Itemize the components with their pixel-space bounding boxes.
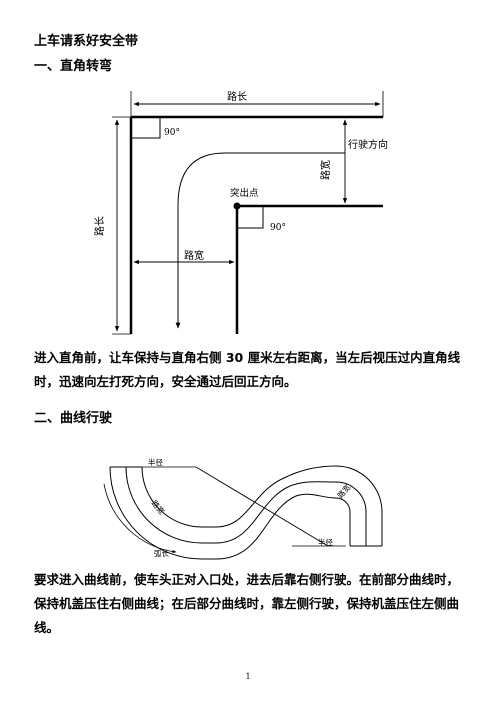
driving-path	[175, 152, 345, 329]
label-road-length-left: 路长	[93, 216, 106, 236]
paragraph-right-angle: 进入直角前，让车保持与直角右侧 30 厘米左右距离，当左后视压过内直角线时，迅速…	[34, 350, 461, 389]
arc-length-arrow	[103, 483, 177, 554]
label-road-length-top: 路长	[227, 90, 247, 103]
s-middle	[215, 481, 337, 544]
label-radius-bottom: 半径	[318, 537, 333, 547]
label-angle-top: 90°	[164, 128, 180, 138]
label-radius-top: 半径	[148, 457, 163, 467]
label-driving-direction: 行驶方向	[348, 138, 388, 151]
label-road-width-right: 路宽	[319, 160, 332, 180]
label-angle-bottom: 90°	[270, 223, 286, 233]
label-road-width-bottom: 路宽	[184, 249, 204, 262]
page-number: 1	[245, 672, 251, 681]
right-arc-outer	[335, 465, 383, 546]
paragraph-curve: 要求进入曲线前，使车头正对入口处，进去后靠右侧行驶。在前部分曲线时，保持机盖压住…	[34, 572, 460, 635]
section-heading-curve: 二、曲线行驶	[34, 411, 113, 426]
left-arc-outer	[109, 466, 216, 560]
angle-box-top	[131, 117, 161, 139]
s-outer-lower	[215, 493, 337, 560]
right-arc-middle	[335, 481, 367, 546]
right-arc-inner	[335, 497, 351, 546]
label-arc-length: 弧长	[154, 548, 169, 558]
diagonal-guide	[195, 466, 329, 547]
left-arc-inner	[141, 466, 216, 528]
label-protrusion-point: 突出点	[230, 187, 259, 199]
section-heading-right-angle: 一、直角转弯	[34, 59, 113, 74]
page-title: 上车请系好安全带	[34, 34, 139, 49]
left-arc-middle	[125, 466, 216, 544]
s-inner-upper	[215, 465, 337, 528]
label-road-width-right: 路宽	[335, 482, 353, 500]
protrusion-point-marker	[233, 202, 241, 210]
angle-box-bottom	[237, 206, 264, 229]
